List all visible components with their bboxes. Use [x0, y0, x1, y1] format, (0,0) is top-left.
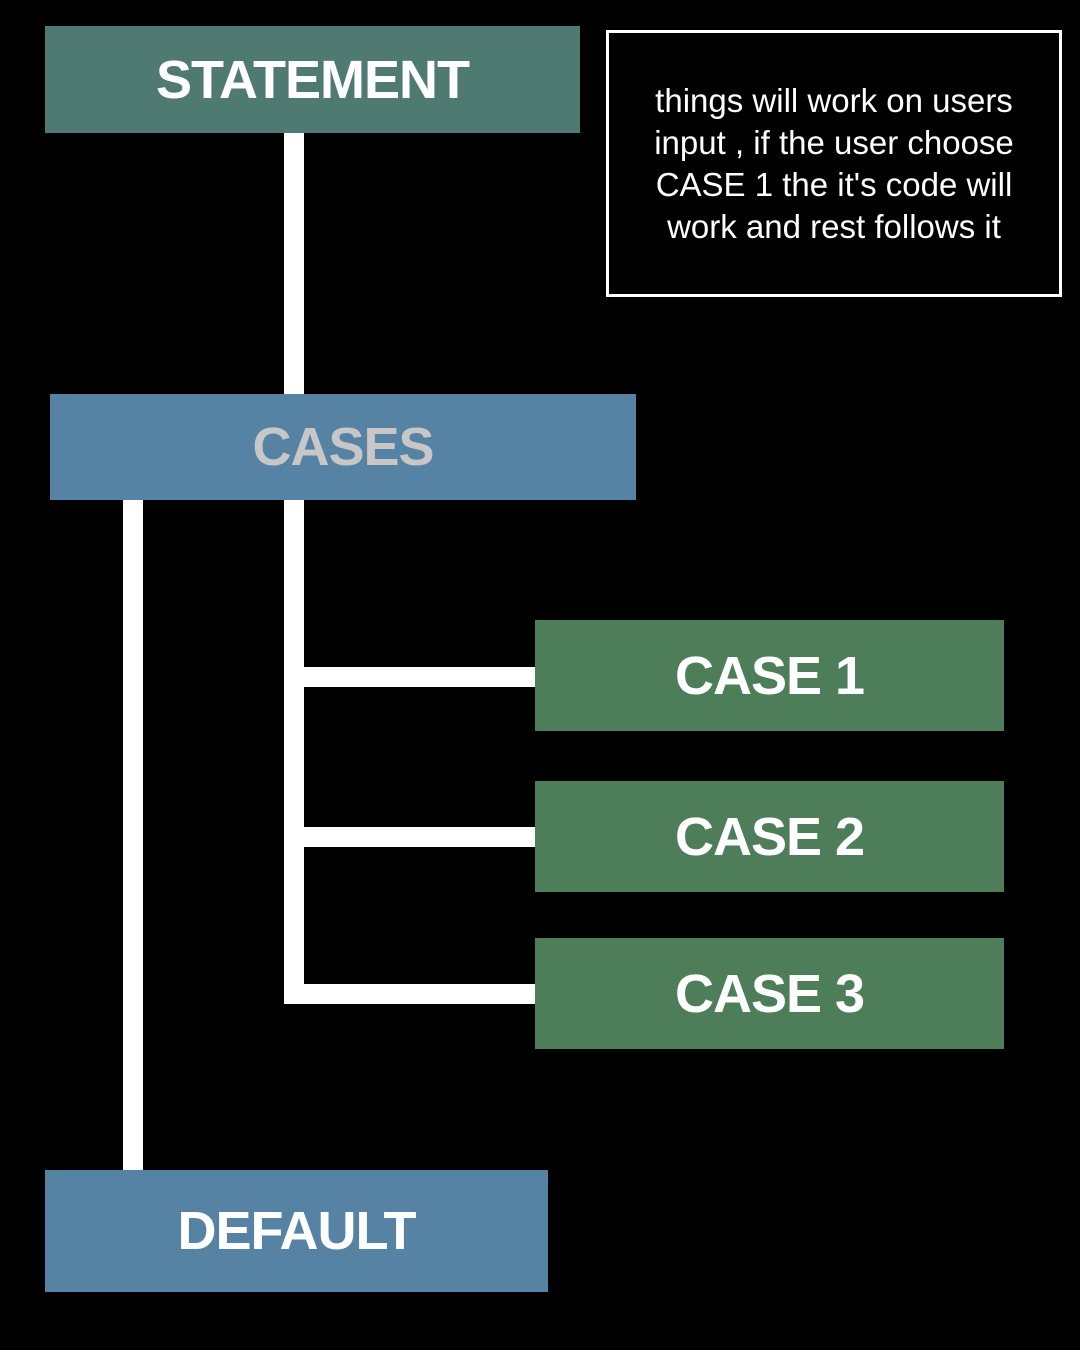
- case-1-node: CASE 1: [535, 620, 1004, 731]
- connector-cases-to-default: [123, 500, 143, 1170]
- case-3-label: CASE 3: [674, 963, 865, 1024]
- case-2-label: CASE 2: [674, 806, 865, 867]
- connector-branch-case-1: [284, 667, 535, 687]
- connector-branch-case-3: [284, 984, 535, 1004]
- note-box: things will work on users input , if the…: [606, 30, 1062, 297]
- connector-cases-trunk: [284, 500, 304, 1002]
- cases-node: CASES: [50, 394, 636, 500]
- case-3-node: CASE 3: [535, 938, 1004, 1049]
- statement-label: STATEMENT: [156, 49, 470, 110]
- note-text: things will work on users input , if the…: [654, 81, 1014, 245]
- connector-statement-to-cases: [284, 133, 304, 394]
- cases-label: CASES: [252, 417, 434, 477]
- case-1-label: CASE 1: [674, 645, 865, 706]
- case-2-node: CASE 2: [535, 781, 1004, 892]
- default-node: DEFAULT: [45, 1170, 548, 1292]
- connector-branch-case-2: [284, 827, 535, 847]
- statement-node: STATEMENT: [45, 26, 580, 133]
- default-label: DEFAULT: [177, 1201, 417, 1261]
